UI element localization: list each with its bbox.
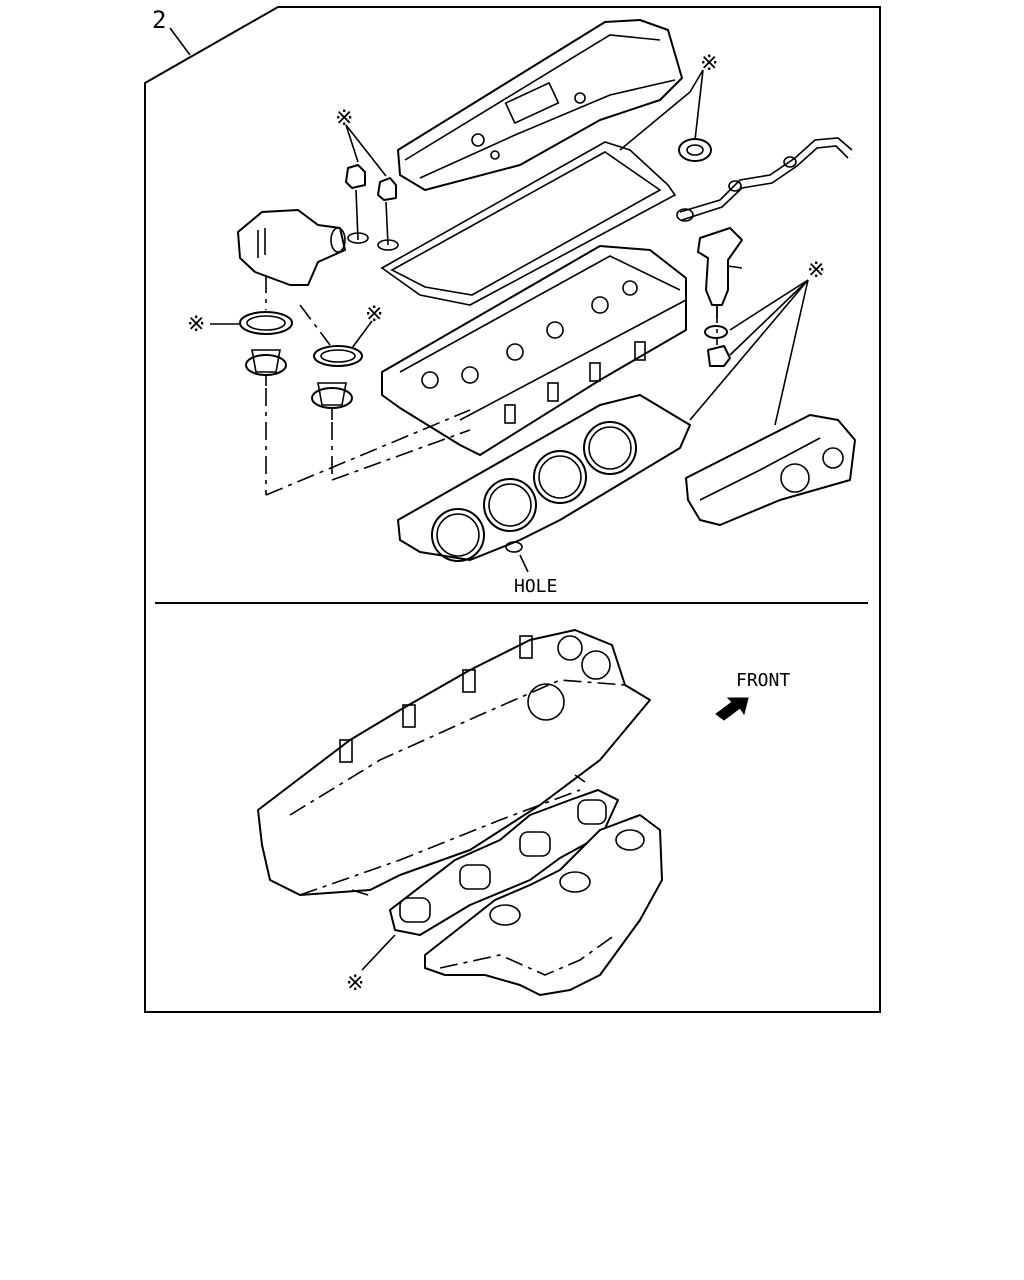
front-arrow-icon <box>715 697 749 721</box>
thermostat-gasket-right <box>313 345 363 367</box>
thermostat-gasket-left-inner <box>246 315 286 331</box>
hole-label: HOLE <box>514 576 557 597</box>
assembly-lines-top <box>265 275 718 496</box>
thermostat-housing <box>237 209 346 286</box>
cylinder-head <box>381 245 687 456</box>
head-cover-gasket <box>380 141 677 306</box>
thermostat-gasket-right-inner <box>320 349 356 363</box>
callout-number: 2 <box>152 6 166 34</box>
thermostat-right <box>311 382 353 420</box>
nozzle-holder-seal <box>707 345 731 367</box>
cylinder-head-phantom <box>257 629 651 896</box>
kit-frame <box>144 6 881 1013</box>
asterisk-mark-cover-gasket: ※ <box>700 51 718 76</box>
exhaust-manifold-gasket <box>389 789 619 936</box>
thermostat-left <box>245 349 287 386</box>
nozzle-washer <box>704 325 728 339</box>
cylinder-head-gasket <box>397 394 691 562</box>
intake-manifold <box>685 414 856 526</box>
valve-stem-seals <box>345 164 399 251</box>
asterisk-mark-gasket-left: ※ <box>187 312 205 337</box>
injection-nozzle <box>697 227 743 318</box>
exhaust-manifold <box>424 814 663 996</box>
front-label: FRONT <box>736 670 790 691</box>
asterisk-mark-gasket-right: ※ <box>365 302 383 327</box>
asterisk-mark-nozzle: ※ <box>807 258 825 283</box>
hole-leader <box>519 554 529 573</box>
leader-lines <box>210 69 809 426</box>
asterisk-mark-exhaust-gasket: ※ <box>346 971 364 996</box>
eye-bolt-gasket <box>678 138 712 162</box>
leak-off-pipe <box>676 137 853 222</box>
cylinder-head-cover <box>397 19 683 191</box>
callout-leader <box>169 27 191 56</box>
exhaust-gasket-leader <box>361 934 396 971</box>
thermostat-gasket-left <box>239 311 293 335</box>
asterisk-mark-valve-seals: ※ <box>335 106 353 131</box>
